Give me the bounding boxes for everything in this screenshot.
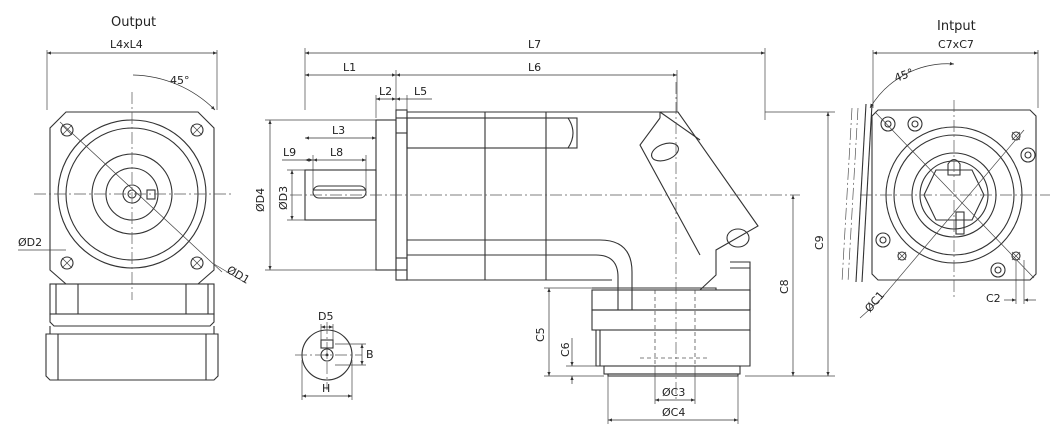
key-detail: D5 B H [295, 310, 374, 400]
dim-l6: L6 [528, 61, 541, 74]
dim-l8: L8 [330, 146, 343, 159]
dim-d5: D5 [318, 310, 333, 323]
dim-c4: ØC4 [662, 406, 685, 419]
input-c1-label: ØC1 [862, 289, 887, 315]
dim-c8: C8 [778, 279, 791, 294]
dim-l9: L9 [283, 146, 296, 159]
output-view: Output L4xL4 45° [18, 15, 252, 381]
output-width-label: L4xL4 [110, 38, 143, 51]
dim-c3: ØC3 [662, 386, 685, 399]
input-view: Intput C7xC7 [841, 19, 1050, 319]
dim-c9: C9 [813, 235, 826, 250]
dim-b: B [366, 348, 374, 361]
dim-c6: C6 [559, 342, 572, 357]
dim-d3: ØD3 [277, 186, 290, 210]
dim-c5: C5 [534, 327, 547, 342]
side-view: L7 L1 L6 L2 L5 L3 L9 L8 ØD4 ØD3 [254, 38, 835, 424]
dim-l7: L7 [528, 38, 541, 51]
output-title: Output [111, 15, 156, 30]
output-d2-label: ØD2 [18, 236, 42, 249]
input-angle-label: 45° [893, 66, 916, 85]
input-c2-label: C2 [986, 292, 1001, 305]
dim-h: H [322, 382, 330, 395]
output-angle-label: 45° [170, 74, 190, 87]
input-width-label: C7xC7 [938, 38, 974, 51]
dim-l1: L1 [343, 61, 356, 74]
output-d1-label: ØD1 [225, 263, 252, 286]
dim-l3: L3 [332, 124, 345, 137]
dim-l5: L5 [414, 85, 427, 98]
dim-d4: ØD4 [254, 188, 267, 212]
input-title: Intput [937, 19, 976, 34]
dim-l2: L2 [379, 85, 392, 98]
